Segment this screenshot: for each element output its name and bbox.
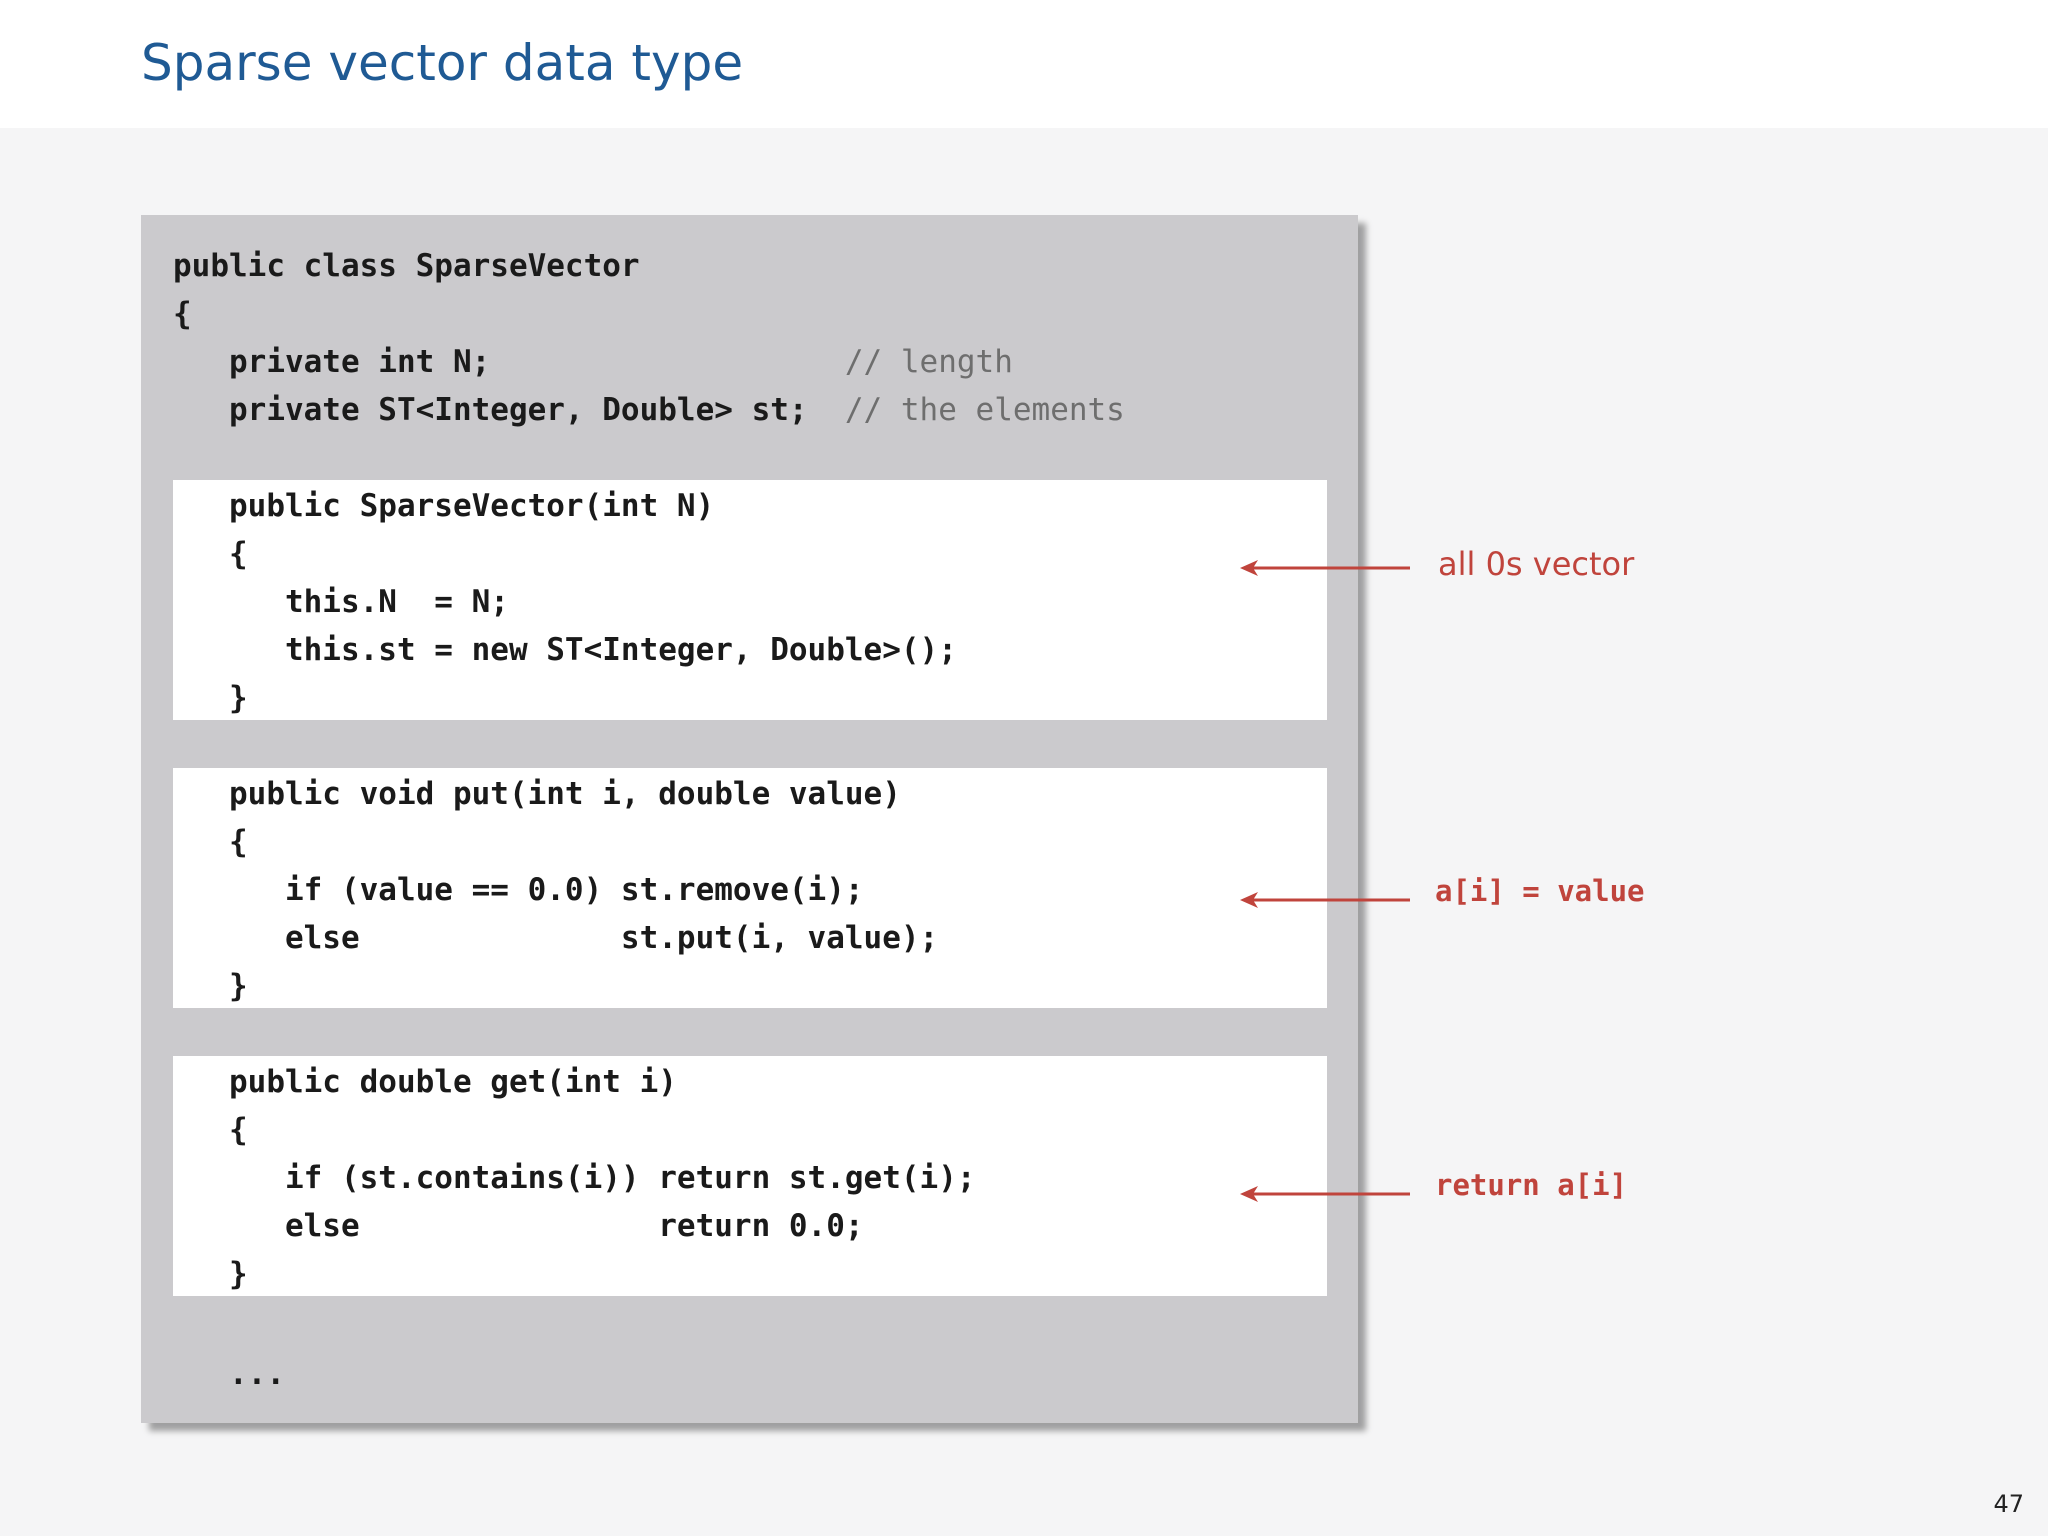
code-line-constructor-close: } [173,680,248,716]
annotation-put: a[i] = value [1435,874,1645,908]
field-n-comment: // length [844,344,1013,380]
code-line-put-else: else st.put(i, value); [173,920,939,956]
get-method-highlight-box [173,1056,1327,1296]
code-line-constructor-assign-st: this.st = new ST<Integer, Double>(); [173,632,957,668]
code-line-get-else: else return 0.0; [173,1208,864,1244]
code-line-put-if: if (value == 0.0) st.remove(i); [173,872,864,908]
code-line-get-close: } [173,1256,248,1292]
code-line-constructor-signature: public SparseVector(int N) [173,488,715,524]
field-st-pad [808,392,845,428]
field-n-pad [490,344,845,380]
annotation-constructor: all 0s vector [1438,545,1635,583]
arrow-left-icon [1240,892,1410,908]
title-bar [0,0,2048,128]
code-line-constructor-assign-n: this.N = N; [173,584,509,620]
code-line-put-close: } [173,968,248,1004]
field-n-code: private int N; [173,344,491,380]
code-line-open-brace: { [173,296,192,332]
code-line-field-n: private int N; // length [173,338,1013,386]
code-line-field-st: private ST<Integer, Double> st; // the e… [173,386,1125,434]
slide-title: Sparse vector data type [141,34,744,92]
put-method-highlight-box [173,768,1327,1008]
constructor-highlight-box [173,480,1327,720]
code-line-put-open: { [173,824,248,860]
code-line-class-declaration: public class SparseVector [173,248,640,284]
annotation-get: return a[i] [1435,1168,1628,1202]
code-line-ellipsis: ... [173,1356,285,1392]
field-st-code: private ST<Integer, Double> st; [173,392,808,428]
arrow-left-icon [1240,560,1410,576]
code-line-get-open: { [173,1112,248,1148]
page-number: 47 [1993,1490,2024,1518]
code-line-put-signature: public void put(int i, double value) [173,776,901,812]
code-line-get-if: if (st.contains(i)) return st.get(i); [173,1160,976,1196]
arrow-left-icon [1240,1186,1410,1202]
code-line-constructor-open: { [173,536,248,572]
code-line-get-signature: public double get(int i) [173,1064,677,1100]
field-st-comment: // the elements [844,392,1125,428]
